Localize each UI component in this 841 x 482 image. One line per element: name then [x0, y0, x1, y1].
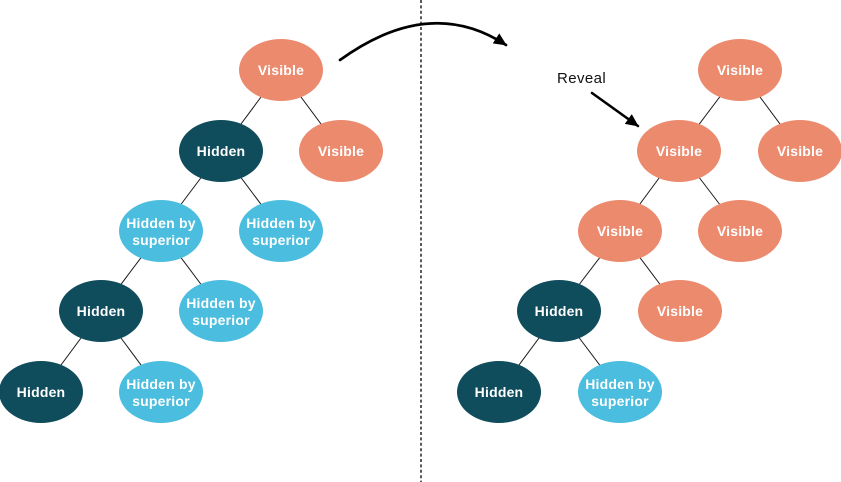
tree-node-hidden: Hidden [517, 280, 601, 342]
tree-node-visible: Visible [698, 200, 782, 262]
tree-node-label: Visible [717, 62, 763, 78]
tree-node-label: Hidden [475, 384, 524, 400]
tree-node-hidden: Hidden [457, 361, 541, 423]
tree-node-label: Visible [597, 223, 643, 239]
tree-node-label: Visible [656, 143, 702, 159]
transform-arrow [338, 21, 508, 62]
tree-node-label: Visible [258, 62, 304, 78]
tree-node-visible: Visible [638, 280, 722, 342]
tree-node-visible: Visible [698, 39, 782, 101]
tree-node-hidden: Hidden [0, 361, 83, 423]
tree-node-label: Hidden [17, 384, 66, 400]
tree-node-label: Visible [318, 143, 364, 159]
tree-node-visible: Visible [758, 120, 841, 182]
tree-node-label: Visible [657, 303, 703, 319]
tree-node-visible: Visible [637, 120, 721, 182]
tree-node-hidden: Hidden [179, 120, 263, 182]
tree-node-label: Hidden [535, 303, 584, 319]
tree-node-label: Hidden [77, 303, 126, 319]
tree-node-visible: Visible [239, 39, 323, 101]
tree-node-label: Visible [777, 143, 823, 159]
tree-node-label: Visible [717, 223, 763, 239]
tree-node-visible: Visible [578, 200, 662, 262]
tree-node-hidden: Hidden [59, 280, 143, 342]
reveal-label: Reveal [557, 70, 607, 87]
tree-node-label: Hidden [197, 143, 246, 159]
tree-node-visible: Visible [299, 120, 383, 182]
reveal-arrow [590, 91, 640, 128]
